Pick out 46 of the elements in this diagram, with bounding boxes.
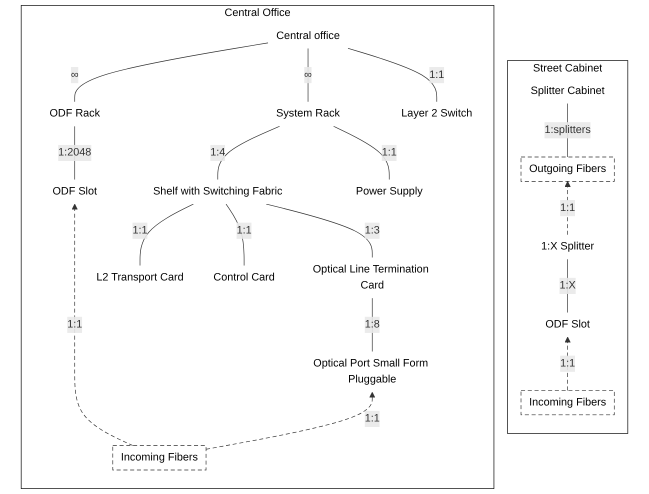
arrow [206, 392, 376, 450]
edge-label: 1:1 [236, 224, 252, 236]
edge-label: 1:3 [364, 224, 380, 236]
connector [217, 126, 280, 180]
node-text: ODF Rack [49, 108, 100, 120]
node-text: Splitter Cabinet [530, 85, 605, 97]
node-text: Optical Port Small Form Pluggable [313, 358, 428, 386]
node-box: Incoming Fibers [520, 390, 615, 416]
node-text: Central office [276, 30, 340, 42]
node-text: Optical Line Termination Card [312, 264, 429, 292]
connector [140, 204, 194, 266]
edge-label: 1:1 [560, 202, 576, 214]
node-text: Control Card [213, 272, 275, 284]
node-text: Shelf with Switching Fabric [153, 186, 282, 198]
edge-label: 1:1 [560, 358, 576, 370]
node-box: Outgoing Fibers [520, 156, 615, 182]
edge-label: 1:1 [132, 224, 148, 236]
edge-label: 1:4 [210, 146, 226, 158]
edge-label: 1:8 [364, 318, 380, 330]
node-text: ODF Slot [545, 318, 590, 330]
connector [74, 42, 268, 102]
connector [333, 126, 390, 180]
arrow [564, 181, 571, 236]
edge-label: 1:2048 [58, 146, 92, 158]
edge-label: ∞ [70, 69, 79, 81]
connector [266, 204, 373, 258]
edge-label: 1:1 [364, 412, 380, 424]
edge-label: 1:1 [67, 318, 82, 330]
node-text: L2 Transport Card [96, 272, 184, 284]
connector [567, 258, 568, 313]
connector [226, 204, 244, 266]
edge-label: ∞ [304, 69, 312, 81]
node-text: ODF Slot [52, 186, 97, 198]
edge-label: 1:1 [382, 146, 397, 158]
node-box: Incoming Fibers [112, 445, 206, 470]
edge-label: 1:1 [429, 69, 444, 81]
node-text: System Rack [276, 108, 340, 120]
connector [348, 48, 438, 102]
node-text: Power Supply [356, 186, 423, 198]
node-text: 1:X Splitter [541, 240, 594, 252]
arrow [72, 204, 134, 446]
connector [372, 298, 373, 352]
node-text: Layer 2 Switch [401, 108, 472, 120]
edge-label: 1:X [560, 280, 576, 292]
edge-label: 1:splitters [544, 124, 591, 136]
arrow [564, 336, 571, 391]
